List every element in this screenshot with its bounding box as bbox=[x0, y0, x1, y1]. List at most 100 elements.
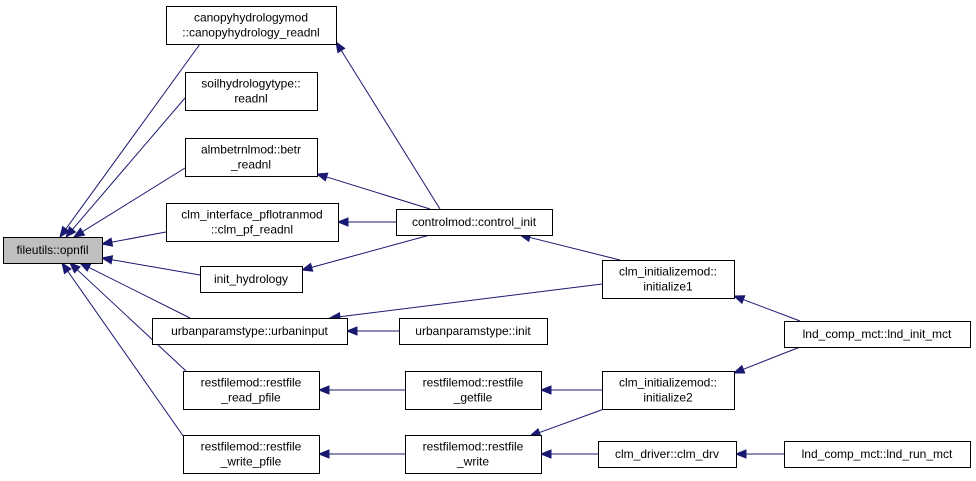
node-label-line: _readnl bbox=[230, 158, 271, 172]
node-label-line: ::canopyhydrology_readnl bbox=[182, 26, 319, 40]
arrowhead bbox=[539, 449, 552, 459]
node-lndinit[interactable]: lnd_comp_mct::lnd_init_mct bbox=[784, 321, 971, 348]
edge-line bbox=[111, 259, 201, 276]
edge-line bbox=[743, 299, 801, 322]
node-urbaninput[interactable]: urbanparamstype::urbaninput bbox=[152, 318, 348, 345]
node-canopy[interactable]: canopyhydrologymod::canopyhydrology_read… bbox=[166, 6, 337, 45]
node-label-line: urbanparamstype::init bbox=[415, 324, 531, 338]
node-soil[interactable]: soilhydrologytype::readnl bbox=[185, 72, 318, 111]
node-box bbox=[405, 371, 542, 410]
edge-line bbox=[529, 236, 621, 261]
arrowhead bbox=[59, 225, 71, 239]
arrowhead bbox=[317, 449, 330, 459]
edge-line bbox=[111, 231, 167, 243]
edge-init2-to-restwrite bbox=[528, 408, 605, 437]
node-box bbox=[405, 435, 542, 474]
node-label-line: readnl bbox=[234, 92, 267, 106]
node-box bbox=[602, 371, 735, 410]
node-lndrun[interactable]: lnd_comp_mct::lnd_run_mct bbox=[784, 441, 971, 468]
arrowhead bbox=[78, 262, 92, 272]
node-label-line: clm_initializemod:: bbox=[619, 376, 717, 390]
node-box bbox=[200, 266, 303, 293]
arrowhead bbox=[732, 364, 746, 374]
arrowhead bbox=[61, 261, 72, 275]
node-box bbox=[166, 203, 339, 242]
node-box bbox=[183, 435, 320, 474]
edge-line bbox=[311, 234, 431, 268]
edge-canopy-to-opnfil bbox=[59, 43, 201, 239]
edge-controlinit-to-canopy bbox=[335, 40, 441, 210]
edge-init1-to-controlinit bbox=[518, 232, 621, 261]
edge-restwrite-to-writepfile bbox=[317, 449, 405, 459]
arrowhead bbox=[300, 262, 314, 272]
edge-lndinit-to-init2 bbox=[732, 346, 801, 374]
edge-getfile-to-readpfile bbox=[317, 385, 405, 395]
node-label-line: soilhydrologytype:: bbox=[201, 77, 300, 91]
node-inithydro[interactable]: init_hydrology bbox=[200, 266, 303, 293]
node-label-line: _write bbox=[456, 455, 489, 469]
node-box bbox=[784, 321, 971, 348]
edge-line bbox=[743, 346, 801, 370]
edge-line bbox=[340, 50, 441, 210]
edge-urbaninput-to-opnfil bbox=[78, 262, 191, 319]
edge-pflotran-to-opnfil bbox=[100, 231, 167, 247]
node-label-line: _read_pfile bbox=[220, 391, 281, 405]
node-readpfile[interactable]: restfilemod::restfile_read_pfile bbox=[183, 371, 320, 410]
node-label-line: almbetrnlmod::betr bbox=[201, 143, 301, 157]
node-init2[interactable]: clm_initializemod::initialize2 bbox=[602, 371, 735, 410]
node-box bbox=[166, 6, 337, 45]
node-box bbox=[3, 237, 103, 264]
edge-soil-to-opnfil bbox=[65, 97, 186, 239]
edge-lndinit-to-init1 bbox=[732, 295, 801, 322]
edge-init1-to-urbaninput bbox=[328, 283, 603, 322]
node-betr[interactable]: almbetrnlmod::betr_readnl bbox=[185, 138, 318, 177]
node-restwrite[interactable]: restfilemod::restfile_write bbox=[405, 435, 542, 474]
edge-line bbox=[72, 97, 186, 230]
node-writepfile[interactable]: restfilemod::restfile_write_pfile bbox=[183, 435, 320, 474]
node-box bbox=[784, 441, 971, 468]
node-init1[interactable]: clm_initializemod::initialize1 bbox=[602, 260, 735, 299]
edge-line bbox=[326, 176, 431, 210]
node-getfile[interactable]: restfilemod::restfile_getfile bbox=[405, 371, 542, 410]
node-label-line: clm_initializemod:: bbox=[619, 265, 717, 279]
edge-controlinit-to-inithydro bbox=[300, 234, 431, 272]
node-label-line: initialize1 bbox=[643, 280, 693, 294]
arrowhead bbox=[69, 262, 81, 274]
edge-betr-to-opnfil bbox=[72, 167, 186, 238]
node-label-line: restfilemod::restfile bbox=[423, 376, 524, 390]
node-controlinit[interactable]: controlmod::control_init bbox=[396, 209, 553, 236]
edge-lndrun-to-clmdrv bbox=[734, 449, 784, 459]
edge-clmdrv-to-restwrite bbox=[539, 449, 598, 459]
edge-readpfile-to-opnfil bbox=[69, 262, 187, 372]
edge-controlinit-to-betr bbox=[315, 172, 431, 210]
arrowhead bbox=[336, 217, 349, 227]
node-label-line: restfilemod::restfile bbox=[423, 440, 524, 454]
node-label-line: canopyhydrologymod bbox=[194, 11, 308, 25]
node-label-line: lnd_comp_mct::lnd_run_mct bbox=[802, 447, 953, 461]
node-label-line: fileutils::opnfil bbox=[16, 243, 88, 257]
node-label-line: _write_pfile bbox=[220, 455, 282, 469]
edge-init2-to-getfile bbox=[539, 385, 602, 395]
arrowhead bbox=[335, 40, 346, 54]
nodes: fileutils::opnfil canopyhydrologymod::can… bbox=[3, 6, 971, 474]
node-label-line: lnd_comp_mct::lnd_init_mct bbox=[803, 327, 952, 341]
node-label-line: _getfile bbox=[453, 391, 493, 405]
edge-line bbox=[65, 43, 201, 230]
node-label-line: ::clm_pf_readnl bbox=[211, 223, 293, 237]
node-label-line: restfilemod::restfile bbox=[201, 440, 302, 454]
arrowhead bbox=[317, 385, 330, 395]
node-label-line: clm_interface_pflotranmod bbox=[181, 208, 322, 222]
arrowhead bbox=[345, 326, 358, 336]
node-opnfil[interactable]: fileutils::opnfil bbox=[3, 237, 103, 264]
node-clmdrv[interactable]: clm_driver::clm_drv bbox=[598, 441, 737, 468]
edge-writepfile-to-opnfil bbox=[61, 261, 187, 441]
arrowhead bbox=[539, 385, 552, 395]
edge-line bbox=[82, 167, 186, 233]
edge-line bbox=[539, 408, 605, 434]
node-pflotran[interactable]: clm_interface_pflotranmod::clm_pf_readnl bbox=[166, 203, 339, 242]
node-box bbox=[152, 318, 348, 345]
node-urbaninit[interactable]: urbanparamstype::init bbox=[399, 318, 548, 345]
edge-controlinit-to-pflotran bbox=[336, 217, 396, 227]
edge-line bbox=[67, 270, 187, 441]
